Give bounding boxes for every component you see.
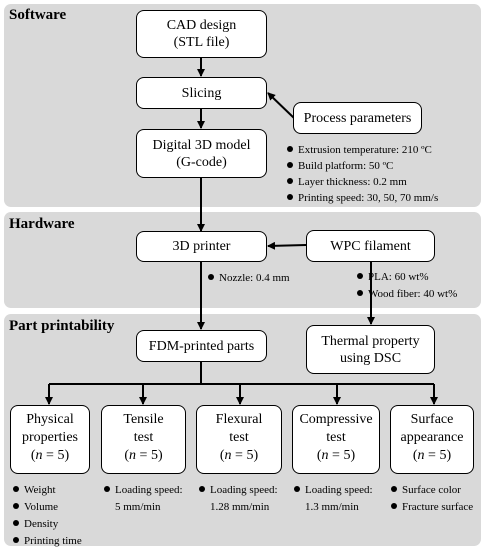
fdm-parts-box: FDM-printed parts (136, 330, 267, 362)
slicing-box: Slicing (136, 77, 267, 109)
surface-details: Surface color Fracture surface (391, 482, 473, 516)
surface-appearance-box: Surface appearance (n = 5) (390, 405, 474, 474)
bullet-icon (357, 290, 363, 297)
detail-item-cont: 5 mm/min (115, 501, 161, 513)
detail-item-cont: 1.3 mm/min (305, 501, 359, 513)
bullet-icon (13, 503, 19, 510)
physical-details: Weight Volume Density Printing time (13, 482, 82, 550)
bullet-icon (287, 162, 293, 169)
filament-notes: PLA: 60 wt% Wood fiber: 40 wt% (357, 269, 457, 303)
printer-box: 3D printer (136, 231, 267, 262)
bullet-icon (287, 194, 293, 201)
cad-design-box: CAD design (STL file) (136, 10, 267, 58)
bullet-icon (208, 274, 214, 281)
detail-item: Weight (13, 482, 82, 499)
process-param-item: Build platform: 50 ºC (287, 158, 438, 174)
compressive-test-box: Compressive test (n = 5) (292, 405, 380, 474)
detail-item: Density (13, 516, 82, 533)
bullet-icon (287, 146, 293, 153)
sample-count: (n = 5) (219, 448, 259, 463)
bullet-icon (391, 486, 397, 493)
arrow-params-to-slicing (267, 92, 295, 119)
process-param-item: Extrusion temperature: 210 ºC (287, 142, 438, 158)
flexural-test-box: Flexural test (n = 5) (196, 405, 282, 474)
detail-item-cont: 1.28 mm/min (210, 501, 270, 513)
bullet-icon (104, 486, 110, 493)
digital-model-line2: (G-code) (176, 154, 227, 170)
digital-model-box: Digital 3D model(G-code) (136, 129, 267, 178)
sample-count: (n = 5) (124, 448, 163, 463)
sample-count: (n = 5) (30, 448, 70, 463)
printer-label: 3D printer (172, 239, 231, 254)
bullet-icon (13, 537, 19, 544)
software-title: Software (9, 7, 67, 23)
bullet-icon (13, 520, 19, 527)
bullet-icon (391, 503, 397, 510)
detail-item: Fracture surface (391, 499, 473, 516)
sample-count: (n = 5) (412, 448, 452, 463)
bullet-icon (357, 273, 363, 280)
process-param-item: Layer thickness: 0.2 mm (287, 174, 438, 190)
thermal-line2: using DSC (339, 350, 402, 366)
process-param-item: Printing speed: 30, 50, 70 mm/s (287, 190, 438, 206)
cad-design-line1: CAD design (166, 18, 237, 33)
tensile-test-box: Tensile test (n = 5) (101, 405, 186, 474)
arrow-filament-to-printer (267, 241, 307, 250)
bullet-icon (294, 486, 300, 493)
physical-properties-box: Physical properties (n = 5) (10, 405, 90, 474)
printer-note-item: Nozzle: 0.4 mm (208, 271, 290, 285)
process-param-list: Extrusion temperature: 210 ºC Build plat… (287, 142, 438, 206)
sample-count: (n = 5) (316, 448, 356, 463)
filament-note-item: Wood fiber: 40 wt% (357, 286, 457, 303)
digital-model-line1: Digital 3D model (152, 137, 251, 153)
fdm-parts-label: FDM-printed parts (148, 338, 255, 354)
part-printability-title: Part printability (9, 318, 115, 334)
compressive-details: Loading speed: 1.3 mm/min (294, 482, 373, 516)
bullet-icon (13, 486, 19, 493)
hardware-title: Hardware (9, 216, 75, 232)
detail-item: Printing time (13, 533, 82, 550)
tensile-details: Loading speed: 5 mm/min (104, 482, 183, 516)
detail-item: Loading speed: (199, 482, 278, 499)
detail-item: Surface color (391, 482, 473, 499)
printer-notes: Nozzle: 0.4 mm (208, 271, 290, 285)
process-parameters-label: Process parameters (303, 110, 412, 126)
wpc-filament-label: WPC filament (330, 238, 411, 254)
slicing-label: Slicing (181, 85, 222, 101)
filament-note-item: PLA: 60 wt% (357, 269, 457, 286)
wpc-filament-box: WPC filament (306, 230, 435, 262)
thermal-line1: Thermal property (321, 333, 420, 349)
process-parameters-box: Process parameters (293, 102, 422, 134)
cad-design-line2: (STL file) (173, 35, 230, 50)
flexural-details: Loading speed: 1.28 mm/min (199, 482, 278, 516)
detail-item: Loading speed: (294, 482, 373, 499)
detail-item: Volume (13, 499, 82, 516)
bullet-icon (287, 178, 293, 185)
detail-item: Loading speed: (104, 482, 183, 499)
bullet-icon (199, 486, 205, 493)
